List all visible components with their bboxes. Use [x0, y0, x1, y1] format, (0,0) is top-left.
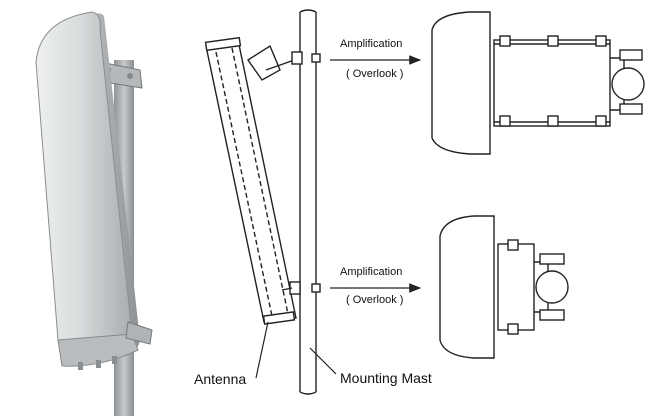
overlook-top-pipe-icon [611, 67, 645, 101]
photo-panel-endcap [57, 333, 139, 367]
drawn-upper-tilt-bracket [247, 44, 281, 81]
mounting-mast-label: Mounting Mast [340, 370, 432, 386]
overlook-top-clamp-bolt-icon [619, 49, 643, 61]
photo-connector-icon [112, 356, 117, 364]
overlook-bottom-antenna-back [439, 215, 495, 359]
overlook-label-top: ( Overlook ) [346, 68, 404, 80]
overlook-top-bolt-icon [499, 35, 511, 47]
drawn-mast-top [299, 9, 317, 13]
overlook-top-clamp-bolt-icon [619, 103, 643, 115]
leader-antenna [255, 321, 269, 379]
photo-bottom-bracket [125, 321, 153, 345]
overlook-top-bolt-icon [595, 115, 607, 127]
overlook-bottom-bolt-icon [507, 323, 519, 335]
overlook-bottom-bracket-frame [497, 243, 535, 331]
amplification-label-top: Amplification [340, 38, 403, 50]
antenna-label: Antenna [194, 371, 247, 387]
drawn-antenna-top-cap [204, 36, 242, 52]
leader-lines [255, 55, 422, 379]
overlook-label-bottom: ( Overlook ) [346, 294, 404, 306]
overlook-top-antenna-back [431, 11, 491, 155]
overlook-bottom-clamp-bolt-icon [539, 253, 565, 265]
antenna-photo [35, 11, 153, 416]
drawn-lower-nut-icon [311, 283, 321, 293]
overlook-top-bracket-frame [493, 39, 611, 127]
overlook-top-bolt-icon [547, 35, 559, 47]
overlook-detail-top [431, 11, 645, 155]
drawn-upper-clamp [291, 51, 303, 65]
drawn-antenna-bottom-cap [262, 311, 296, 325]
overlook-top-bolt-icon [595, 35, 607, 47]
drawn-mast-bottom [299, 391, 317, 395]
overlook-bottom-pipe-icon [535, 270, 569, 304]
drawn-antenna-dashed-edge [231, 47, 289, 315]
photo-connector-icon [96, 360, 101, 368]
leader-mounting-mast [309, 347, 337, 375]
drawn-antenna-body [205, 39, 297, 323]
drawn-antenna-dashed-edge [215, 51, 273, 317]
overlook-bottom-bolt-icon [507, 239, 519, 251]
overlook-detail-bottom [439, 215, 569, 359]
drawn-lower-bracket-arm [281, 287, 293, 291]
overlook-bottom-clamp-bolt-icon [539, 309, 565, 321]
photo-connector-icon [78, 362, 83, 370]
drawn-upper-nut-icon [311, 53, 321, 63]
line-drawing-side-view [204, 9, 321, 395]
amplification-label-bottom: Amplification [340, 266, 403, 278]
overlook-top-bolt-icon [499, 115, 511, 127]
photo-bolt-icon [127, 73, 133, 79]
overlook-top-bolt-icon [547, 115, 559, 127]
